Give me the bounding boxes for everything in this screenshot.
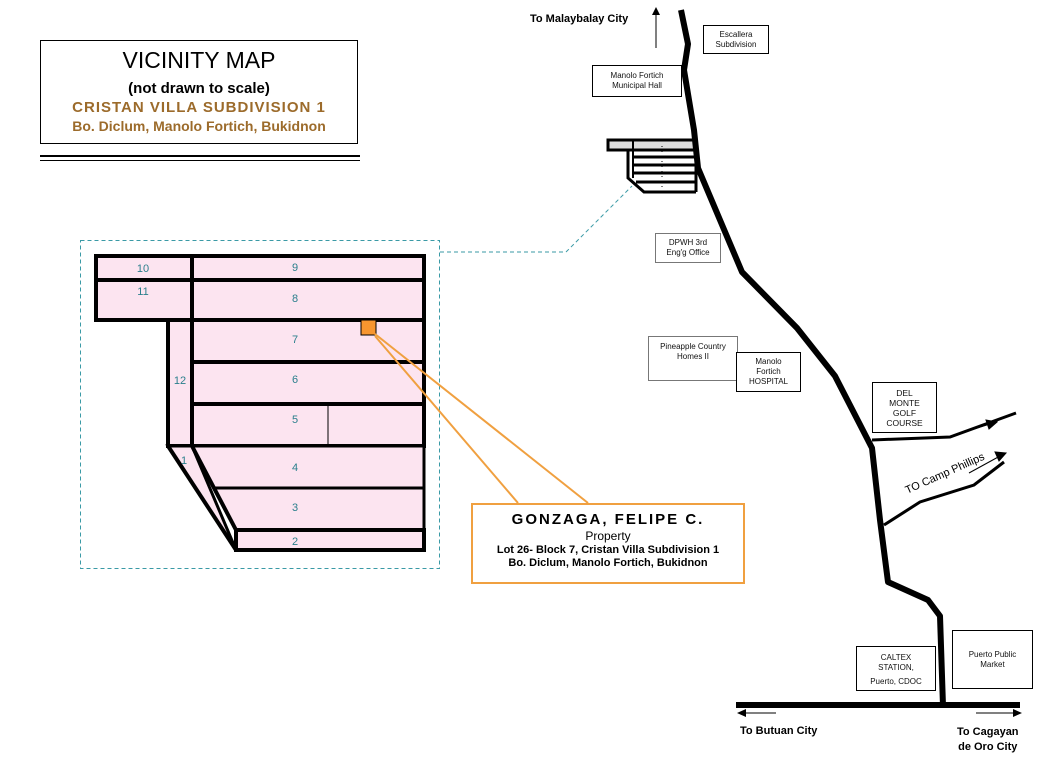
landmark-municipal-hall: Manolo Fortich Municipal Hall (592, 65, 682, 97)
owner-lot: Lot 26- Block 7, Cristan Villa Subdivisi… (496, 544, 720, 556)
camp-phillips-label: TO Camp Phillips (904, 451, 987, 497)
landmark-hospital: Manolo Fortich HOSPITAL (736, 352, 801, 392)
landmark-line: Escallera (719, 30, 753, 39)
landmark-line: Manolo Fortich (610, 71, 664, 80)
lot-3 (211, 486, 426, 532)
title-rule-thick (40, 155, 360, 157)
owner-name: GONZAGA, FELIPE C. (511, 511, 705, 528)
west-arrow-icon (737, 709, 776, 717)
landmark-golf-course: DEL MONTE GOLF COURSE (872, 382, 937, 433)
owner-property-label: Property (585, 529, 631, 543)
landmark-line: STATION, (878, 663, 914, 672)
landmark-line: Homes II (676, 352, 709, 361)
landmark-line: Fortich (756, 367, 781, 376)
east-direction-line1: To Cagayan (957, 726, 1019, 738)
lot-2 (234, 528, 426, 552)
lot-7 (190, 318, 426, 364)
landmark-pineapple-homes: Pineapple Country Homes II (648, 336, 738, 381)
callout-line (374, 333, 589, 504)
landmark-line: Eng'g Office (666, 248, 710, 257)
detail-leader (440, 185, 633, 253)
lot-number: 7 (292, 334, 298, 346)
landmark-line: Puerto Public (968, 650, 1017, 659)
landmark-line: COURSE (886, 418, 923, 428)
north-arrow-icon (652, 7, 660, 48)
landmark-caltex: CALTEX STATION, Puerto, CDOC (856, 646, 936, 691)
owner-address: Bo. Diclum, Manolo Fortich, Bukidnon (508, 557, 708, 569)
main-highway (678, 9, 946, 707)
landmark-line: HOSPITAL (749, 377, 788, 386)
landmark-line: Puerto, CDOC (870, 677, 922, 686)
lot-number: 5 (292, 414, 298, 426)
landmark-line: DPWH 3rd (668, 238, 708, 247)
scale-note: (not drawn to scale) (128, 80, 270, 97)
subdivision-location: Bo. Diclum, Manolo Fortich, Bukidnon (72, 118, 326, 134)
subdivision-mini (606, 138, 698, 194)
lot-number: 4 (292, 462, 298, 474)
title-rule-thin (40, 160, 360, 161)
lot-number: 11 (137, 286, 148, 298)
lot-number: 10 (137, 263, 149, 275)
west-direction-label: To Butuan City (740, 725, 818, 737)
callout-line (374, 335, 519, 504)
landmark-line: Municipal Hall (612, 81, 662, 90)
camp-phillips-road-south (883, 460, 1005, 527)
landmark-line: GOLF (892, 408, 917, 418)
lot-10 (94, 254, 194, 282)
landmark-line: MONTE (889, 398, 920, 408)
lot-number: 2 (292, 536, 298, 548)
lot-6 (190, 360, 426, 406)
landmark-dpwh: DPWH 3rd Eng'g Office (655, 233, 721, 263)
landmark-line: Pineapple Country (660, 342, 726, 351)
lot-8 (190, 278, 426, 322)
lot-number: 8 (292, 293, 298, 305)
subdivision-plan (94, 254, 426, 552)
lot-11 (94, 278, 194, 322)
lot-number: 9 (292, 262, 298, 274)
lot-number: 12 (174, 375, 186, 387)
landmark-line: Market (980, 660, 1005, 669)
property-marker (360, 319, 377, 336)
map-title: VICINITY MAP (122, 47, 276, 73)
lot-5 (190, 402, 426, 448)
owner-callout: GONZAGA, FELIPE C. Property Lot 26- Bloc… (471, 503, 745, 584)
lot-4 (189, 444, 426, 490)
landmark-public-market: Puerto Public Market (952, 630, 1033, 689)
lot-number: 3 (292, 502, 298, 514)
subdivision-name: CRISTAN VILLA SUBDIVISION 1 (72, 99, 326, 116)
lot-number: 1 (181, 455, 187, 467)
east-direction-label: To Cagayan de Oro City (957, 725, 1019, 755)
landmark-line: DEL (896, 388, 913, 398)
camp-phillips-arrows (947, 419, 1008, 474)
north-direction-label: To Malaybalay City (530, 13, 629, 25)
landmark-line: CALTEX (880, 653, 912, 662)
lot-9 (190, 254, 426, 282)
east-arrow-icon (976, 709, 1022, 717)
landmark-line: Manolo (755, 357, 782, 366)
landmark-escallera: Escallera Subdivision (703, 25, 769, 54)
title-box: VICINITY MAP (not drawn to scale) CRISTA… (40, 40, 358, 144)
east-direction-line2: de Oro City (958, 741, 1018, 753)
lot-number: 6 (292, 374, 298, 386)
landmark-line: Subdivision (715, 40, 757, 49)
